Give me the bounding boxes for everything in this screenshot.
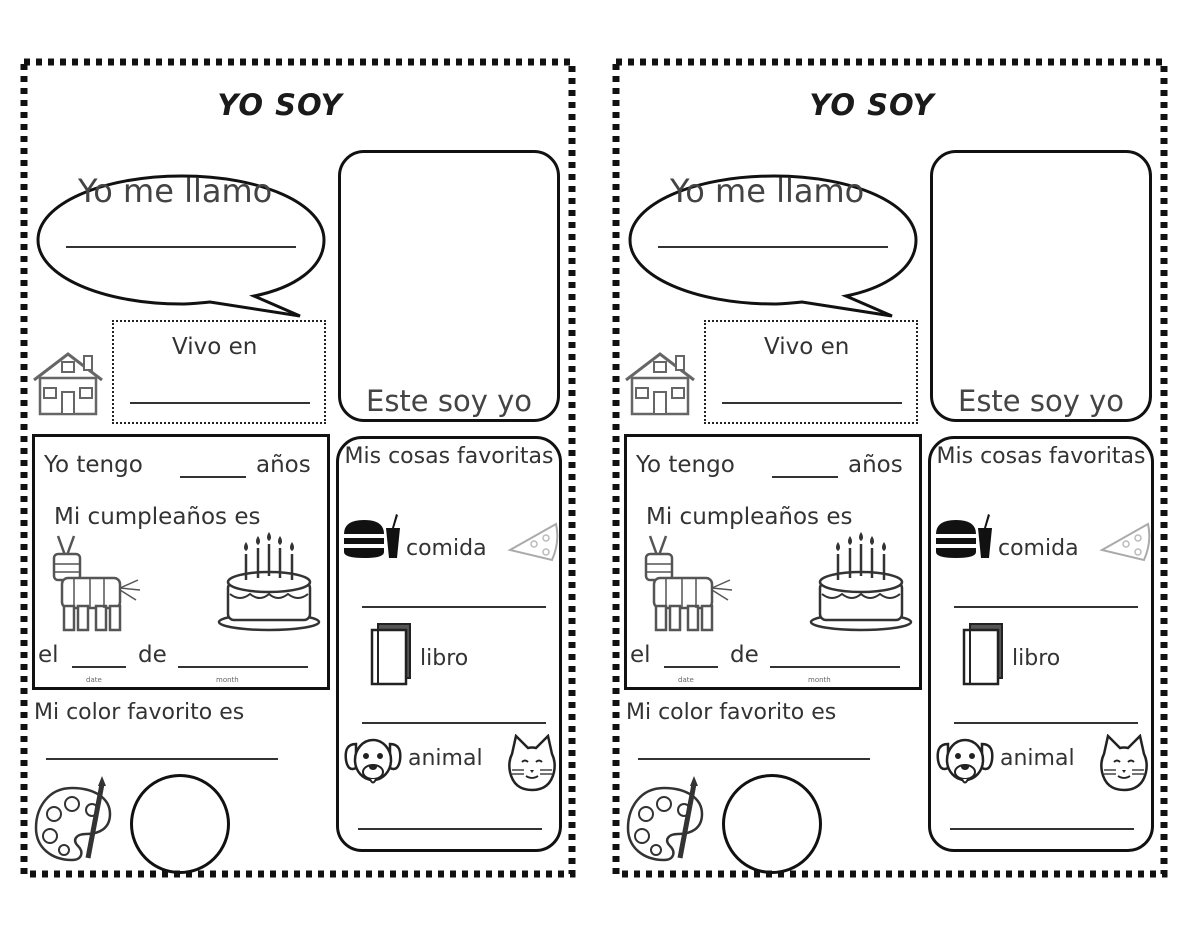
age-prefix: Yo tengo <box>636 452 735 478</box>
color-prompt: Mi color favorito es <box>34 700 245 725</box>
animal-write-line[interactable] <box>950 828 1134 830</box>
month-write-line[interactable] <box>178 666 308 668</box>
color-write-line[interactable] <box>46 758 278 760</box>
dog-icon <box>936 738 994 784</box>
burger-drink-icon <box>936 514 992 558</box>
cat-icon <box>1100 734 1148 792</box>
age-write-line[interactable] <box>180 476 246 478</box>
live-prompt: Vivo en <box>172 334 258 360</box>
book-label: libro <box>420 646 469 671</box>
date-caption: date <box>86 676 102 684</box>
color-circle[interactable] <box>722 774 822 874</box>
food-label: comida <box>998 536 1079 561</box>
birthday-el: el <box>38 642 59 668</box>
animal-label: animal <box>408 746 483 771</box>
birthday-de: de <box>138 642 167 668</box>
birthday-cake-icon <box>217 532 321 632</box>
animal-label: animal <box>1000 746 1075 771</box>
paint-palette-icon <box>626 776 704 862</box>
page-title: YO SOY <box>809 88 935 122</box>
favorites-box <box>928 436 1154 852</box>
age-birthday-box <box>624 434 922 690</box>
name-prompt: Yo me llamo <box>670 172 865 210</box>
favorites-title: Mis cosas favoritas <box>936 444 1146 469</box>
birthday-prompt: Mi cumpleaños es <box>54 504 261 530</box>
worksheet-card-1: YO SOY Yo me llamo Este soy yo Vivo en Y… <box>20 58 576 878</box>
worksheet-card-2: YO SOY Yo me llamo Este soy yo Vivo en Y… <box>612 58 1168 878</box>
book-label: libro <box>1012 646 1061 671</box>
book-icon <box>962 623 1003 686</box>
dotted-border <box>20 58 576 878</box>
house-icon <box>625 352 695 416</box>
food-label: comida <box>406 536 487 561</box>
favorites-box <box>336 436 562 852</box>
date-write-line[interactable] <box>72 666 126 668</box>
food-write-line[interactable] <box>362 606 546 608</box>
photo-caption: Este soy yo <box>958 384 1124 418</box>
burger-drink-icon <box>344 514 400 558</box>
live-write-line[interactable] <box>722 402 902 404</box>
pinata-icon <box>52 535 141 632</box>
color-write-line[interactable] <box>638 758 870 760</box>
book-write-line[interactable] <box>362 722 546 724</box>
cat-icon <box>508 734 556 792</box>
birthday-prompt: Mi cumpleaños es <box>646 504 853 530</box>
age-write-line[interactable] <box>772 476 838 478</box>
birthday-cake-icon <box>809 532 913 632</box>
birthday-el: el <box>630 642 651 668</box>
live-write-line[interactable] <box>130 402 310 404</box>
age-prefix: Yo tengo <box>44 452 143 478</box>
food-write-line[interactable] <box>954 606 1138 608</box>
age-suffix: años <box>256 452 311 478</box>
month-write-line[interactable] <box>770 666 900 668</box>
name-write-line[interactable] <box>658 246 888 248</box>
dog-icon <box>344 738 402 784</box>
age-suffix: años <box>848 452 903 478</box>
date-write-line[interactable] <box>664 666 718 668</box>
book-icon <box>370 623 411 686</box>
dotted-border <box>612 58 1168 878</box>
live-prompt: Vivo en <box>764 334 850 360</box>
name-prompt: Yo me llamo <box>78 172 273 210</box>
page-title: YO SOY <box>217 88 343 122</box>
color-circle[interactable] <box>130 774 230 874</box>
month-caption: month <box>808 676 831 684</box>
month-caption: month <box>216 676 239 684</box>
pinata-icon <box>644 535 733 632</box>
live-box <box>112 320 326 424</box>
animal-write-line[interactable] <box>358 828 542 830</box>
favorites-title: Mis cosas favoritas <box>344 444 554 469</box>
age-birthday-box <box>32 434 330 690</box>
date-caption: date <box>678 676 694 684</box>
photo-caption: Este soy yo <box>366 384 532 418</box>
photo-frame[interactable] <box>338 150 560 422</box>
book-write-line[interactable] <box>954 722 1138 724</box>
name-write-line[interactable] <box>66 246 296 248</box>
color-prompt: Mi color favorito es <box>626 700 837 725</box>
pizza-slice-icon <box>1099 522 1151 562</box>
photo-frame[interactable] <box>930 150 1152 422</box>
pizza-slice-icon <box>507 522 559 562</box>
live-box <box>704 320 918 424</box>
birthday-de: de <box>730 642 759 668</box>
paint-palette-icon <box>34 776 112 862</box>
house-icon <box>33 352 103 416</box>
